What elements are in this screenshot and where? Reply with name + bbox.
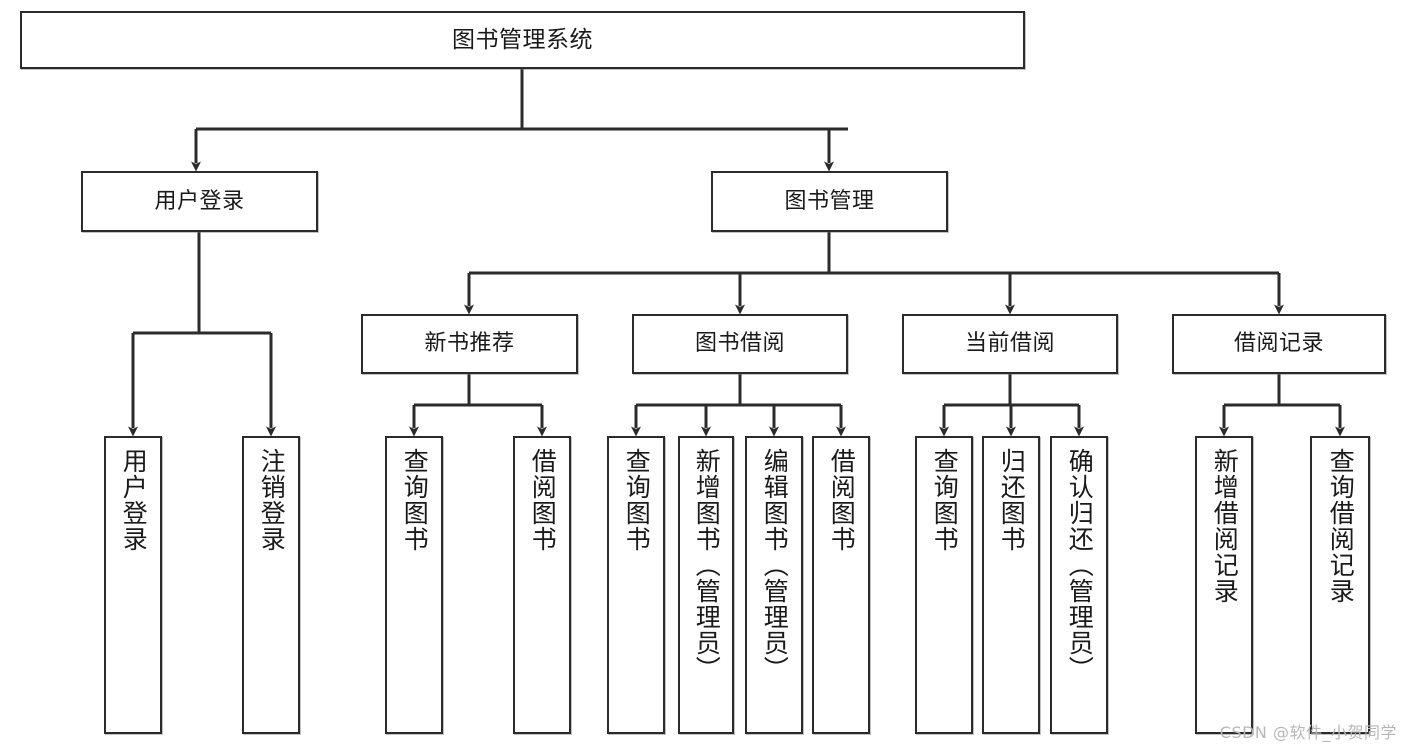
node-leaf-borrow-book-1-label: 借阅图书 xyxy=(528,448,558,552)
node-book-manage-label: 图书管理 xyxy=(784,188,875,214)
node-user-login[interactable]: 用户登录 xyxy=(81,171,318,232)
node-root-label: 图书管理系统 xyxy=(452,26,593,53)
node-leaf-add-book-label: 新增图书（管理员） xyxy=(692,448,722,682)
node-leaf-query-book-3[interactable]: 查询图书 xyxy=(915,436,973,734)
node-new-book-recommend-label: 新书推荐 xyxy=(424,331,515,357)
node-leaf-return-book[interactable]: 归还图书 xyxy=(982,436,1040,734)
node-leaf-borrow-book-2[interactable]: 借阅图书 xyxy=(812,436,870,734)
node-leaf-query-book-1-label: 查询图书 xyxy=(400,448,430,552)
node-borrow-record[interactable]: 借阅记录 xyxy=(1172,314,1386,374)
node-leaf-add-record-label: 新增借阅记录 xyxy=(1210,448,1240,604)
node-leaf-borrow-book-2-label: 借阅图书 xyxy=(827,448,857,552)
node-leaf-query-record[interactable]: 查询借阅记录 xyxy=(1310,436,1370,734)
node-leaf-query-book-2-label: 查询图书 xyxy=(622,448,652,552)
node-book-borrow-label: 图书借阅 xyxy=(694,331,785,357)
node-current-borrow[interactable]: 当前借阅 xyxy=(902,314,1118,374)
node-leaf-query-record-label: 查询借阅记录 xyxy=(1326,448,1356,604)
node-new-book-recommend[interactable]: 新书推荐 xyxy=(361,314,578,374)
csdn-watermark: CSDN @软件_小贺同学 xyxy=(1219,723,1397,742)
node-current-borrow-label: 当前借阅 xyxy=(964,331,1055,357)
node-leaf-return-book-label: 归还图书 xyxy=(997,448,1027,552)
node-leaf-logout[interactable]: 注销登录 xyxy=(242,436,300,734)
node-leaf-borrow-book-1[interactable]: 借阅图书 xyxy=(513,436,571,734)
node-book-borrow[interactable]: 图书借阅 xyxy=(632,314,848,374)
node-leaf-confirm-return-label: 确认归还（管理员） xyxy=(1065,448,1095,682)
node-book-manage[interactable]: 图书管理 xyxy=(711,171,948,232)
node-leaf-query-book-3-label: 查询图书 xyxy=(930,448,960,552)
node-leaf-user-login[interactable]: 用户登录 xyxy=(104,436,162,734)
node-leaf-query-book-2[interactable]: 查询图书 xyxy=(607,436,665,734)
node-leaf-user-login-label: 用户登录 xyxy=(119,448,149,552)
node-borrow-record-label: 借阅记录 xyxy=(1233,331,1324,357)
node-leaf-add-book[interactable]: 新增图书（管理员） xyxy=(678,436,734,734)
node-leaf-logout-label: 注销登录 xyxy=(257,448,287,552)
node-root[interactable]: 图书管理系统 xyxy=(20,11,1025,69)
node-leaf-add-record[interactable]: 新增借阅记录 xyxy=(1195,436,1253,734)
node-leaf-edit-book[interactable]: 编辑图书（管理员） xyxy=(745,436,803,734)
node-leaf-edit-book-label: 编辑图书（管理员） xyxy=(760,448,790,682)
node-leaf-query-book-1[interactable]: 查询图书 xyxy=(385,436,443,734)
node-leaf-confirm-return[interactable]: 确认归还（管理员） xyxy=(1050,436,1108,734)
node-user-login-label: 用户登录 xyxy=(154,188,245,214)
